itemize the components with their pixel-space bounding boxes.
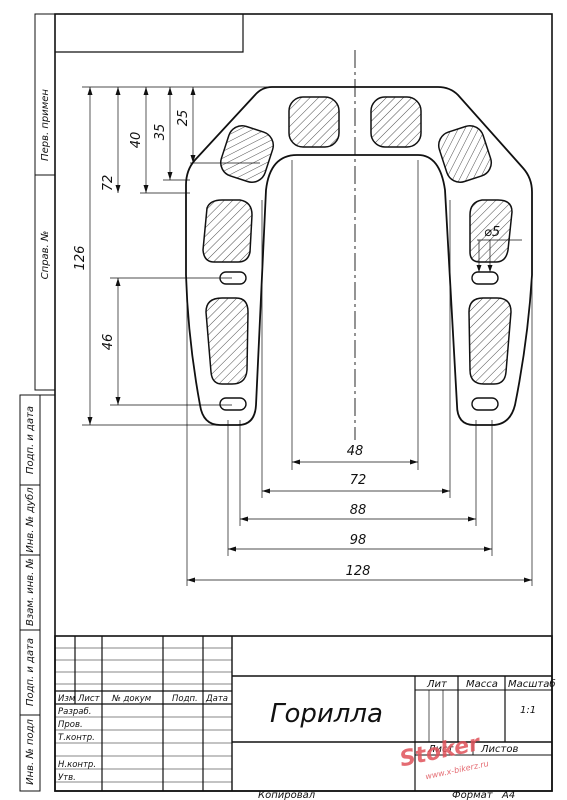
- format-value: A4: [501, 790, 515, 800]
- format-label: Формат: [452, 790, 494, 800]
- title-block: [54, 635, 553, 792]
- sheets-label: Листов: [480, 744, 518, 755]
- col-header-doc: № докум: [111, 694, 152, 704]
- side-label: Подп. и дата: [25, 406, 36, 474]
- col-header-list: Лист: [77, 694, 101, 704]
- dim-46: 46: [101, 334, 116, 351]
- col-header-sign: Подп.: [172, 694, 198, 704]
- side-labels: Перв. примен Справ. № Подп. и дата Инв. …: [24, 89, 51, 785]
- dim-hole-diameter: ⌀5: [484, 225, 500, 240]
- drawing-title: Горилла: [270, 699, 383, 729]
- dim-128: 128: [346, 564, 371, 579]
- pocket: [205, 297, 249, 385]
- row-prov: Пров.: [58, 720, 83, 730]
- side-label: Взам. инв. №: [25, 558, 36, 626]
- col-header-date: Дата: [205, 694, 228, 704]
- copied-label: Копировал: [258, 790, 316, 800]
- row-tkontr: Т.контр.: [58, 733, 95, 743]
- row-nkontr: Н.контр.: [58, 760, 96, 770]
- side-label: Подп. и дата: [25, 638, 36, 706]
- slot: [471, 397, 499, 411]
- side-label: Справ. №: [40, 231, 51, 280]
- row-utv: Утв.: [58, 773, 76, 783]
- scale-label: Масштаб: [508, 678, 556, 690]
- dim-98: 98: [350, 533, 367, 548]
- dim-48: 48: [347, 444, 364, 459]
- dim-72-vertical: 72: [101, 175, 116, 192]
- pocket: [202, 199, 253, 263]
- pocket: [288, 96, 340, 148]
- pocket: [370, 96, 422, 148]
- slots: [219, 271, 499, 411]
- col-header-izm: Изм: [58, 694, 76, 704]
- row-razrab: Разраб.: [58, 707, 91, 717]
- part-outline: [185, 86, 533, 426]
- watermark-logo: Stoker www.x-bikerz.ru: [398, 731, 490, 781]
- dim-25: 25: [176, 110, 191, 127]
- dim-40: 40: [129, 132, 144, 149]
- pocket: [437, 125, 493, 183]
- pocket: [469, 199, 513, 263]
- arrows: [87, 87, 532, 583]
- mass-label: Масса: [466, 679, 498, 690]
- side-label: Инв. № подл: [25, 718, 36, 784]
- side-label: Перв. примен: [40, 89, 51, 161]
- side-label: Инв. № дубл: [24, 487, 36, 553]
- sheet-label: Лист: [427, 744, 455, 755]
- slot: [471, 271, 499, 285]
- pockets: [202, 96, 513, 385]
- dimension-values: 126 72 40 35 25 46 48 72 88 98 128 ⌀5: [73, 110, 500, 579]
- slot: [219, 397, 247, 411]
- dim-72-horizontal: 72: [350, 473, 367, 488]
- scale-value: 1:1: [520, 705, 536, 716]
- title-block-text: Изм Лист № докум Подп. Дата Разраб. Пров…: [58, 678, 556, 800]
- pocket: [468, 297, 512, 385]
- dim-126: 126: [73, 246, 88, 271]
- dim-35: 35: [153, 124, 168, 141]
- pocket: [219, 125, 275, 183]
- dim-88: 88: [350, 503, 367, 518]
- lit-label: Лит: [426, 679, 448, 690]
